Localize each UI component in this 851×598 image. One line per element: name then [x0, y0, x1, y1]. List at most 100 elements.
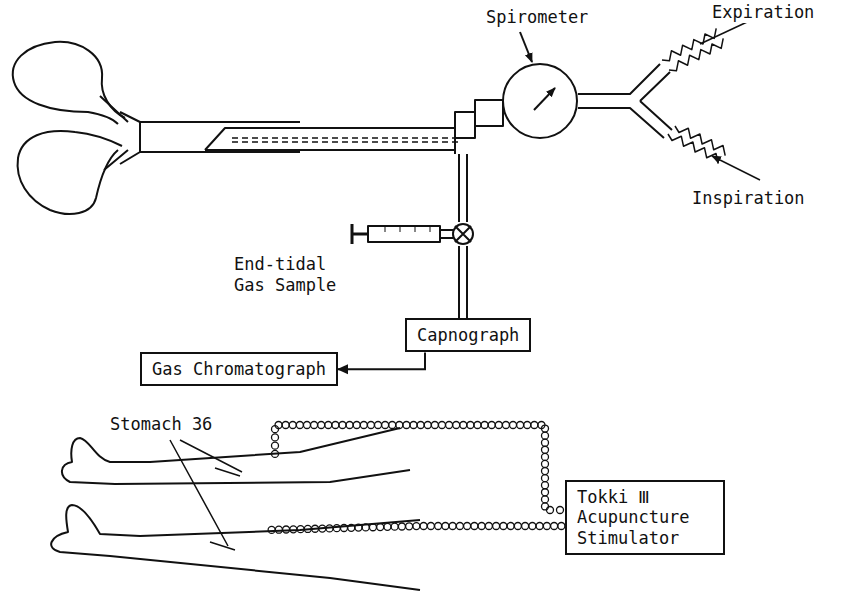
coil-loop — [431, 422, 438, 429]
device-box: Gas Chromatograph — [140, 352, 338, 386]
coil-loop — [272, 434, 279, 441]
coiled-wire — [268, 422, 565, 534]
coil-loop — [460, 422, 467, 429]
coil-loop — [413, 523, 420, 530]
coil-loop — [542, 489, 549, 496]
coil-loop — [542, 425, 549, 432]
coil-loop — [382, 422, 389, 429]
coil-loop — [467, 422, 474, 429]
coil-loop — [318, 422, 325, 429]
signal-arrow — [338, 352, 425, 369]
coil-loop — [353, 422, 360, 429]
syringe-scale — [385, 226, 430, 232]
coil-loop — [510, 422, 517, 429]
coil-loop — [502, 422, 509, 429]
coil-loop — [543, 523, 550, 530]
coil-loop — [542, 475, 549, 482]
coil-loop — [333, 525, 340, 532]
coil-loop — [493, 523, 500, 530]
coil-loop — [542, 496, 549, 503]
coil-loop — [500, 523, 507, 530]
device-box: Capnograph — [405, 318, 531, 352]
coil-loop — [453, 422, 460, 429]
coil-loop — [289, 422, 296, 429]
coil-loop — [529, 523, 536, 530]
coil-loop — [396, 422, 403, 429]
coil-loop — [542, 453, 549, 460]
sampling-catheter — [232, 141, 462, 143]
leg-lower — [51, 505, 420, 590]
coil-loop — [481, 422, 488, 429]
coil-loop — [268, 526, 275, 533]
endotracheal-tube — [205, 124, 455, 154]
coil-loop — [424, 422, 431, 429]
coil-loop — [384, 523, 391, 530]
coil-loop — [551, 523, 558, 530]
tube-connector — [475, 100, 503, 126]
part-label: Stomach 36 — [108, 414, 214, 435]
sampling-catheter — [232, 137, 462, 139]
coil-loop — [542, 439, 549, 446]
coil-loop — [557, 507, 564, 514]
coil-loop — [275, 422, 282, 429]
tube-connector — [455, 112, 475, 138]
coil-loop — [417, 422, 424, 429]
coil-loop — [312, 525, 319, 532]
coil-loop — [355, 524, 362, 531]
coil-loop — [524, 422, 531, 429]
coil-loop — [410, 422, 417, 429]
device-box: Tokki Ⅲ Acupuncture Stimulator — [565, 480, 725, 555]
spirometer-needle — [534, 88, 555, 110]
coil-loop — [542, 446, 549, 453]
coil-loop — [272, 450, 279, 457]
knee-line — [210, 468, 240, 550]
coil-loop — [339, 422, 346, 429]
box-label: Gas Chromatograph — [152, 359, 326, 379]
coil-loop — [341, 525, 348, 532]
coil-loop — [375, 422, 382, 429]
stopcock — [455, 226, 471, 242]
stopcock — [453, 224, 473, 244]
coil-loop — [369, 524, 376, 531]
coil-loop — [406, 523, 413, 530]
spirometer-dial: Spirometer — [502, 63, 578, 139]
coil-loop — [485, 523, 492, 530]
corrugated-tube — [662, 16, 760, 180]
coil-loop — [282, 422, 289, 429]
coil-loop — [296, 422, 303, 429]
coil-loop — [283, 526, 290, 533]
coil-loop — [449, 523, 456, 530]
coil-loop — [377, 524, 384, 531]
coil-loop — [332, 422, 339, 429]
coil-loop — [391, 523, 398, 530]
lung-lower — [18, 131, 122, 214]
coil-loop — [442, 523, 449, 530]
coil-loop — [446, 422, 453, 429]
coil-loop — [304, 525, 311, 532]
coil-loop — [290, 526, 297, 533]
syringe-plunger — [352, 224, 368, 244]
coil-loop — [542, 432, 549, 439]
part-label: Expiration — [710, 2, 816, 23]
coil-loop — [348, 524, 355, 531]
leg-upper — [62, 428, 410, 484]
part-label: Inspiration — [690, 188, 807, 209]
coil-loop — [275, 526, 282, 533]
coil-loop — [427, 523, 434, 530]
leader-line — [520, 32, 532, 62]
coil-loop — [471, 523, 478, 530]
box-label: Capnograph — [417, 325, 519, 345]
leader-line — [170, 440, 242, 546]
syringe — [440, 230, 453, 238]
part-name: Spirometer — [486, 7, 588, 27]
coil-loop — [326, 525, 333, 532]
coil-loop — [531, 422, 538, 429]
box-label: Tokki Ⅲ Acupuncture Stimulator — [577, 487, 713, 548]
coil-loop — [478, 523, 485, 530]
coil-loop — [362, 524, 369, 531]
tube-corrugation — [669, 38, 723, 70]
coil-loop — [547, 507, 554, 514]
coil-loop — [542, 503, 549, 510]
coil-loop — [303, 422, 310, 429]
